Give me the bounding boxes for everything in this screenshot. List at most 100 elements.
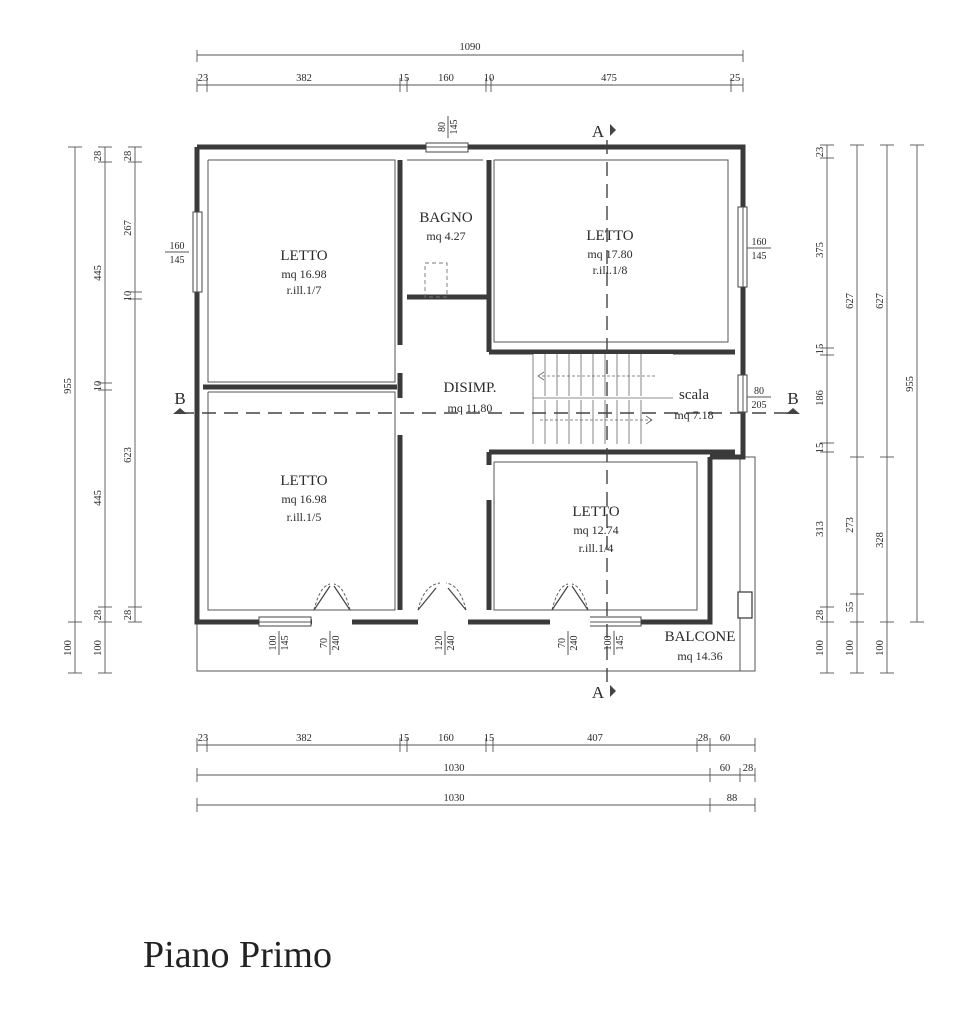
floor-title: Piano Primo (143, 934, 332, 976)
section-mark-b-left: B (174, 389, 185, 408)
dim-right-mid2: 627 (875, 293, 886, 309)
opening-south-window-w: 100 145 (268, 631, 291, 655)
section-lines: A A B B (173, 122, 800, 702)
dim-left-inner: 267 (123, 220, 134, 236)
dim-bottom-seg: 60 (720, 733, 731, 744)
dim-left-mid: 28 (93, 151, 104, 162)
svg-text:70: 70 (557, 638, 568, 648)
top-dimensions: 1090 23 382 15 160 10 475 25 (196, 42, 744, 92)
svg-text:160: 160 (752, 237, 767, 248)
svg-text:mq 4.27: mq 4.27 (426, 229, 465, 243)
room-bagno: BAGNO mq 4.27 (419, 210, 473, 243)
balcony-drain (737, 591, 753, 619)
dim-right-outer: 955 (905, 376, 916, 392)
opening-south-window-e: 100 145 (603, 631, 626, 655)
dim-left-mid: 445 (93, 265, 104, 281)
room-letto-sw: LETTO mq 16.98 r.ill.1/5 (280, 473, 327, 524)
dim-right-inner: 28 (815, 610, 826, 621)
room-disimp: DISIMP. mq 11.80 (444, 380, 497, 415)
walls (194, 144, 746, 625)
dim-right-mid2: 100 (875, 640, 886, 656)
svg-text:r.ill.1/7: r.ill.1/7 (287, 283, 322, 297)
svg-text:100: 100 (268, 636, 279, 651)
dim-top-seg: 10 (484, 73, 495, 84)
dim-top-seg: 475 (601, 73, 617, 84)
svg-text:r.ill.1/5: r.ill.1/5 (287, 510, 322, 524)
dim-bottom-seg: 160 (438, 733, 454, 744)
opening-bagno-window: 80 145 (437, 116, 460, 138)
dim-right-inner: 100 (815, 640, 826, 656)
dim-right-mid: 55 (845, 602, 856, 613)
opening-door-e: 70 240 (557, 631, 580, 655)
dim-bottom-seg: 407 (587, 733, 603, 744)
svg-text:145: 145 (170, 255, 185, 266)
dim-bottom-total: 1030 (444, 793, 465, 804)
dim-top-seg: 23 (198, 73, 209, 84)
svg-text:145: 145 (615, 636, 626, 651)
svg-text:mq 17.80: mq 17.80 (587, 247, 632, 261)
svg-text:LETTO: LETTO (280, 473, 327, 489)
dim-left-outer: 955 (63, 378, 74, 394)
section-mark-a-top: A (592, 122, 605, 141)
dim-right-inner: 375 (815, 242, 826, 258)
svg-text:mq 12.74: mq 12.74 (573, 523, 618, 537)
section-mark-b-right: B (787, 389, 798, 408)
opening-door-w: 70 240 (319, 631, 342, 655)
svg-text:145: 145 (449, 120, 460, 135)
dim-right-mid2: 328 (875, 532, 886, 548)
opening-labels: 80 145 160 145 160 145 80 205 100 145 70… (165, 116, 771, 655)
bottom-dimensions: 23 382 15 160 15 407 28 60 1030 60 28 10… (196, 733, 756, 812)
svg-text:DISIMP.: DISIMP. (444, 380, 497, 396)
dim-top-total: 1090 (460, 42, 481, 53)
room-balcone: BALCONE mq 14.36 (665, 629, 736, 663)
dim-top-seg: 160 (438, 73, 454, 84)
svg-text:r.ill.1/8: r.ill.1/8 (593, 263, 628, 277)
dim-bottom-seg: 88 (727, 793, 738, 804)
svg-text:mq 11.80: mq 11.80 (448, 401, 493, 415)
dim-top-seg: 15 (399, 73, 410, 84)
svg-text:mq 14.36: mq 14.36 (677, 649, 722, 663)
dim-right-inner: 186 (815, 390, 826, 406)
dim-left-inner: 10 (123, 291, 134, 302)
svg-text:mq 16.98: mq 16.98 (281, 267, 326, 281)
svg-text:240: 240 (331, 636, 342, 651)
svg-text:240: 240 (569, 636, 580, 651)
dim-bottom-seg: 15 (484, 733, 495, 744)
left-dimensions: 955 100 28 445 10 445 100 28 28 267 10 6… (63, 146, 142, 674)
svg-text:145: 145 (752, 251, 767, 262)
svg-text:r.ill.1/4: r.ill.1/4 (579, 541, 614, 555)
dim-right-inner: 23 (815, 147, 826, 158)
windows (192, 142, 748, 627)
dim-bottom-seg: 382 (296, 733, 312, 744)
dim-bottom-seg: 60 (720, 763, 731, 774)
svg-text:80: 80 (437, 122, 448, 132)
dim-bottom-seg: 15 (399, 733, 410, 744)
dim-left-mid: 28 (93, 610, 104, 621)
svg-text:160: 160 (170, 241, 185, 252)
dim-left-inner: 623 (123, 447, 134, 463)
dim-top-seg: 382 (296, 73, 312, 84)
opening-scala-window: 80 205 (747, 386, 771, 411)
svg-text:mq 7.18: mq 7.18 (674, 408, 713, 422)
room-letto-ne: LETTO mq 17.80 r.ill.1/8 (586, 228, 633, 277)
dim-right-mid: 627 (845, 293, 856, 309)
doors (312, 262, 590, 627)
dim-left-inner: 28 (123, 151, 134, 162)
svg-text:100: 100 (603, 636, 614, 651)
svg-text:70: 70 (319, 638, 330, 648)
svg-text:LETTO: LETTO (280, 248, 327, 264)
dim-bottom-total: 1030 (444, 763, 465, 774)
shower-tray (424, 262, 448, 298)
room-labels: LETTO mq 16.98 r.ill.1/7 BAGNO mq 4.27 L… (280, 210, 735, 663)
svg-text:mq 16.98: mq 16.98 (281, 492, 326, 506)
svg-text:205: 205 (752, 400, 767, 411)
dim-left-mid: 10 (93, 381, 104, 392)
stair (532, 354, 673, 444)
dim-left-mid: 445 (93, 490, 104, 506)
svg-text:LETTO: LETTO (572, 504, 619, 520)
dim-right-inner: 313 (815, 521, 826, 537)
dim-left-outer: 100 (63, 640, 74, 656)
svg-text:120: 120 (434, 636, 445, 651)
svg-text:BAGNO: BAGNO (419, 210, 473, 226)
